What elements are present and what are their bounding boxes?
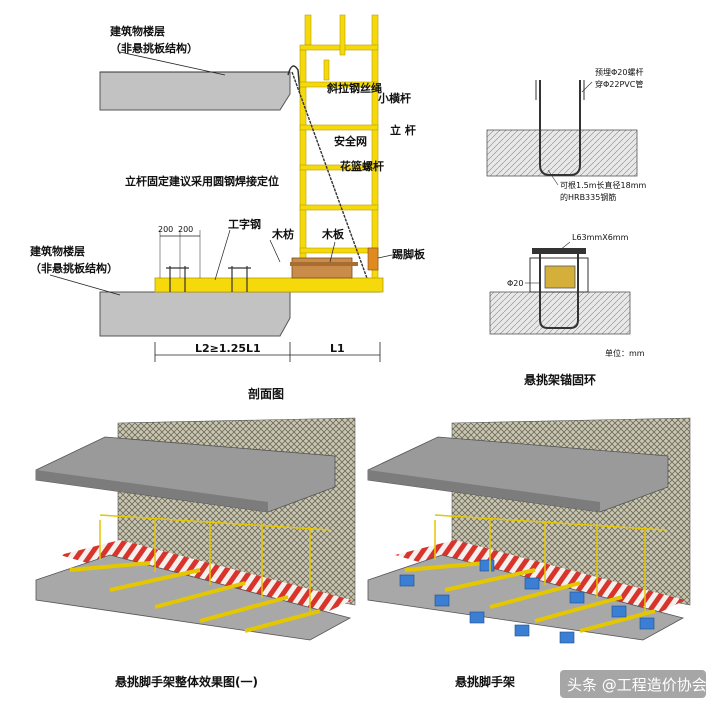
spacing-label-1: 200 [158,225,173,234]
scaffold-frame [299,14,379,281]
render-left: 悬挑脚手架整体效果图(一) [35,417,356,689]
bolt-note-2: 穿Φ22PVC管 [595,79,643,89]
plank-label: 木板 [321,227,345,241]
dim-right-label: L1 [330,342,345,355]
lower-floor-label: 建筑物楼层 [30,244,85,258]
i-beam [154,277,384,293]
render-left-caption: 悬挑脚手架整体效果图(一) [114,674,258,689]
outer-upright [371,14,379,281]
anchor-caption: 悬挑架锚固环 [523,372,596,387]
rebar-note-1: 可根1.5m长直径18mm [560,180,646,190]
lower-floor-slab [99,291,291,337]
turnbuckle-label: 花篮螺杆 [340,159,384,173]
toe-board-label: 踢脚板 [392,247,426,261]
timber-label: 木枋 [271,227,294,241]
rebar-note-2: 的HRB335钢筋 [560,192,616,202]
upper-floor-label: 建筑物楼层 [110,24,165,38]
section-caption: 剖面图 [248,386,284,401]
section-drawing: 建筑物楼层 （非悬挑板结构） [30,14,426,401]
watermark-text: 头条 @工程造价协会 [567,676,707,694]
unit-label: 单位：mm [605,348,645,358]
tie-rope-label: 斜拉钢丝绳 [326,81,382,95]
upright-label: 立 杆 [390,123,416,137]
i-beam-label: 工字钢 [228,217,261,231]
render-right-caption: 悬挑脚手架 [454,674,515,689]
angle-label: L63mmX6mm [572,233,629,242]
safety-net-label: 安全网 [334,134,367,148]
blue-anchor-blocks [399,559,655,644]
timber [291,257,353,279]
dim-left-label: L2≥1.25L1 [195,342,261,355]
upper-floor-sub: （非悬挑板结构） [110,41,198,55]
upper-floor-slab [99,71,291,111]
bolt-note-1: 预埋Φ20螺杆 [595,67,643,77]
anchor-detail: 预埋Φ20螺杆 穿Φ22PVC管 可根1.5m长直径18mm 的HRB335钢筋… [486,67,646,387]
tie-rope [291,71,373,293]
render-right: 悬挑脚手架 [367,417,691,689]
lower-floor-sub: （非悬挑板结构） [30,261,118,275]
watermark-bg [560,670,706,698]
small-crossbar-label: 小横杆 [377,91,411,105]
note-label: 立杆固定建议采用圆钢焊接定位 [125,174,279,188]
phi-label: Φ20 [507,279,523,288]
spacing-label-2: 200 [178,225,193,234]
